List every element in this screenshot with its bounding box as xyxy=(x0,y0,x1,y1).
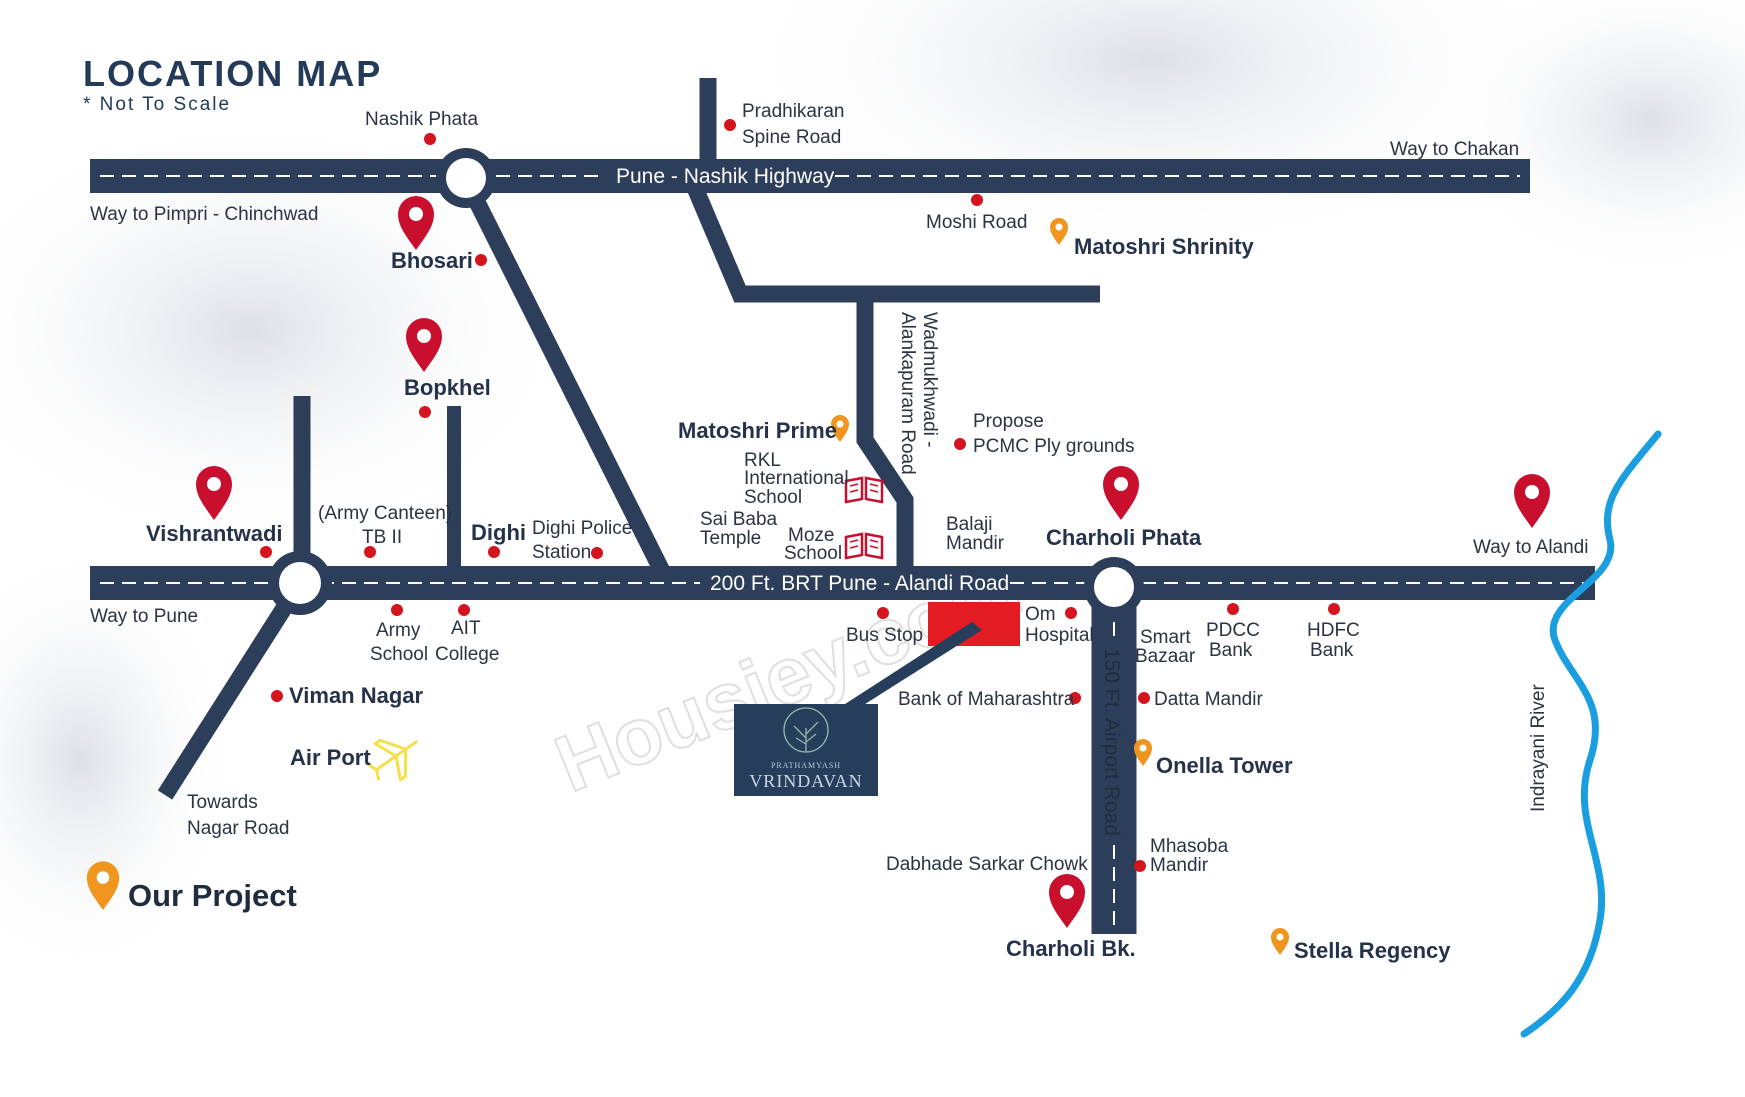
label-moze-2: School xyxy=(784,543,842,564)
rkl-school-book-icon xyxy=(844,476,884,504)
label-dabhade: Dabhade Sarkar Chowk xyxy=(886,854,1088,875)
label-towards-1: Towards xyxy=(187,792,258,813)
label-onella-tower: Onella Tower xyxy=(1156,753,1293,778)
label-dighi-police-2: Station xyxy=(532,542,591,563)
road-moshi xyxy=(682,172,1100,303)
label-rkl-3: School xyxy=(744,487,802,508)
logo-brand-name: VRINDAVAN xyxy=(749,771,862,791)
poi-dots xyxy=(260,119,1340,872)
label-wadmukhwadi-2: Alankapuram Road xyxy=(897,312,918,475)
label-om-2: Hospital xyxy=(1025,625,1094,646)
label-dighi: Dighi xyxy=(471,520,526,545)
project-pointer xyxy=(842,622,982,706)
label-sai-baba-1: Sai Baba xyxy=(700,509,778,530)
road-wadmukhwadi xyxy=(856,294,914,583)
label-bus-stop: Bus Stop xyxy=(846,625,923,646)
label-moshi-road: Moshi Road xyxy=(926,212,1027,233)
label-propose-2: PCMC Ply grounds xyxy=(973,436,1135,457)
label-propose-1: Propose xyxy=(973,411,1044,432)
label-army-school-2: School xyxy=(370,644,428,665)
road-nagar xyxy=(157,578,308,800)
label-brt-road: 200 Ft. BRT Pune - Alandi Road xyxy=(710,572,1009,595)
label-ait-1: AIT xyxy=(451,618,481,639)
label-moze-1: Moze xyxy=(788,525,834,546)
label-stella-regency: Stella Regency xyxy=(1294,938,1451,963)
label-air-port: Air Port xyxy=(290,745,371,770)
charholi-phata-pin-icon xyxy=(1103,466,1139,520)
label-smart-2: Bazaar xyxy=(1135,646,1196,667)
label-dighi-police-1: Dighi Police xyxy=(532,518,632,539)
label-bhosari: Bhosari xyxy=(391,248,473,273)
tree-icon xyxy=(783,707,829,753)
label-way-pimpri: Way to Pimpri - Chinchwad xyxy=(90,204,318,225)
logo-brand-small: PRATHAMYASH xyxy=(771,761,841,770)
stella-regency-pin-icon xyxy=(1271,928,1289,955)
label-way-pune: Way to Pune xyxy=(90,606,198,627)
label-way-chakan: Way to Chakan xyxy=(1390,139,1519,160)
label-hdfc-2: Bank xyxy=(1310,640,1354,661)
label-balaji-2: Mandir xyxy=(946,533,1005,554)
label-airport-road: 150 Ft. Airport Road xyxy=(1100,648,1123,836)
place-labels: Nashik Phata Pradhikaran Spine Road Way … xyxy=(90,101,1588,963)
label-our-project: Our Project xyxy=(128,878,297,913)
label-matoshri-shrinity: Matoshri Shrinity xyxy=(1074,234,1254,259)
indrayani-river xyxy=(1520,430,1662,1038)
label-vishrantwadi: Vishrantwadi xyxy=(146,521,283,546)
label-charholi-bk: Charholi Bk. xyxy=(1006,936,1136,961)
label-datta-mandir: Datta Mandir xyxy=(1154,689,1263,710)
label-way-alandi: Way to Alandi xyxy=(1473,537,1588,558)
label-pdcc-1: PDCC xyxy=(1206,620,1260,641)
label-charholi-phata: Charholi Phata xyxy=(1046,525,1202,550)
label-bopkhel: Bopkhel xyxy=(404,375,491,400)
label-om-1: Om xyxy=(1025,604,1056,625)
map-title: LOCATION MAP xyxy=(83,53,382,94)
label-hdfc-1: HDFC xyxy=(1307,620,1360,641)
label-army-canteen-2: TB II xyxy=(362,527,402,548)
label-viman-nagar: Viman Nagar xyxy=(289,683,424,708)
label-highway: Pune - Nashik Highway xyxy=(616,165,835,188)
label-mhasoba-1: Mhasoba xyxy=(1150,836,1229,857)
label-army-canteen-1: (Army Canteen) xyxy=(318,503,452,524)
road-bhosari-diagonal xyxy=(458,176,676,587)
label-army-school-1: Army xyxy=(376,620,421,641)
map-subtitle: * Not To Scale xyxy=(83,94,231,115)
airplane-icon xyxy=(366,738,419,782)
label-pdcc-2: Bank xyxy=(1209,640,1253,661)
label-matoshri-prime: Matoshri Prime xyxy=(678,418,837,443)
way-to-alandi-pin-icon xyxy=(1514,474,1550,528)
junctions xyxy=(268,148,1144,617)
our-project-pin-icon xyxy=(86,861,120,910)
label-pradhikaran-1: Pradhikaran xyxy=(742,101,844,122)
label-ait-2: College xyxy=(435,644,499,665)
label-pradhikaran-2: Spine Road xyxy=(742,127,841,148)
onella-tower-pin-icon xyxy=(1134,739,1152,766)
label-nashik-phata: Nashik Phata xyxy=(365,109,478,130)
label-indrayani-river: Indrayani River xyxy=(1528,684,1549,812)
moze-school-book-icon xyxy=(844,532,884,560)
label-bank-maharashtra: Bank of Maharashtra xyxy=(898,689,1075,710)
label-towards-2: Nagar Road xyxy=(187,818,289,839)
label-rkl-2: International xyxy=(744,468,849,489)
label-mhasoba-2: Mandir xyxy=(1150,855,1209,876)
background-texture xyxy=(0,0,1745,980)
vrindavan-logo: PRATHAMYASH VRINDAVAN xyxy=(734,704,878,796)
charholi-bk-pin-icon xyxy=(1049,874,1085,928)
label-rkl-1: RKL xyxy=(744,450,781,471)
label-sai-baba-2: Temple xyxy=(700,528,761,549)
label-smart-1: Smart xyxy=(1140,627,1191,648)
label-wadmukhwadi-1: Wadmukhwadi - xyxy=(919,312,940,448)
label-balaji-1: Balaji xyxy=(946,514,992,535)
